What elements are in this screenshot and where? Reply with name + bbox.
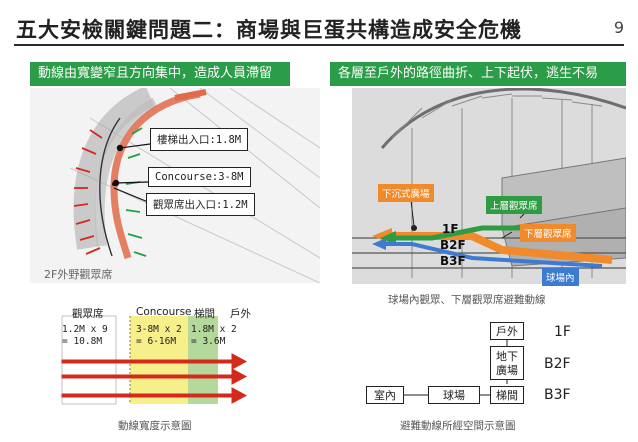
right-banner: 各層至戶外的路徑曲折、上下起伏，逃生不易 [330,62,626,86]
page-title: 五大安檢關鍵問題二：商場與巨蛋共構造成安全危機 [16,18,522,42]
header-outside: 戶外 [230,308,251,320]
header-seats: 觀眾席 [72,308,104,320]
callout-stair-entrance: 樓梯出入口:1.8M [150,128,249,151]
floor-label-1f: 1F [442,222,459,236]
callout-seat-entrance: 觀眾席出入口:1.2M [146,193,255,216]
width-diagram-caption: 動線寬度示意圖 [118,420,192,432]
node-outside: 戶外 [490,322,524,340]
seats-calc-1: 1.2M x 9 [62,324,108,335]
flow-caption: 避難動線所經空間示意圖 [400,420,516,432]
tag-stadium-inside: 球場內 [542,268,579,286]
floor-label-b3f: B3F [440,254,466,268]
concourse-calc-2: = 6-16M [136,336,177,347]
floor-label-b2f: B2F [440,238,466,252]
node-plaza: 地下廣場 [490,346,524,380]
width-diagram [61,315,248,405]
level-b2f: B2F [544,356,571,372]
stadium-plan-drawing [30,88,320,283]
stair-calc-1: 1.8M x 2 [191,324,237,335]
header-concourse: Concourse [136,306,192,318]
node-stadium: 球場 [428,386,480,404]
tag-sunken-plaza: 下沉式廣場 [378,184,434,202]
level-b3f: B3F [544,387,571,403]
node-stair: 梯間 [490,386,524,404]
zone-label: 2F外野觀眾席 [44,268,113,281]
tag-lower-seats: 下層觀眾席 [520,224,576,242]
left-banner: 動線由寬變窄且方向集中，造成人員滯留 [30,62,290,86]
level-1f: 1F [554,324,571,340]
title-divider [14,44,624,46]
header-stair: 梯間 [194,308,215,320]
seats-calc-2: = 10.8M [62,336,103,347]
concourse-calc-1: 3-8M x 2 [136,324,182,335]
page-number: 9 [613,18,624,37]
callout-concourse: Concourse:3-8M [148,167,251,187]
tag-upper-seats: 上層觀眾席 [486,196,542,214]
node-indoor: 室內 [366,386,404,404]
stair-calc-2: = 3.6M [191,336,226,347]
section-caption: 球場內觀眾、下層觀眾席避難動線 [388,294,546,306]
